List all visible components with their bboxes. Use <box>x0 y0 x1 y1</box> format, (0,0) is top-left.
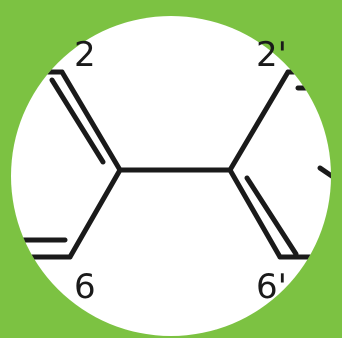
label-position-6: 6 <box>74 267 96 307</box>
bond-right-far <box>317 165 331 188</box>
bond-left-lower <box>67 167 123 260</box>
label-position-2: 2 <box>74 35 96 75</box>
label-position-2-prime: 2' <box>256 35 287 75</box>
bond-right-lower <box>227 167 283 260</box>
bond-right-lower-double <box>244 175 299 257</box>
label-position-6-prime: 6' <box>256 267 287 307</box>
bond-left-upper-double <box>49 77 106 165</box>
bond-right-upper <box>227 69 291 173</box>
bond-left-upper <box>59 69 123 173</box>
white-circle <box>11 16 331 336</box>
